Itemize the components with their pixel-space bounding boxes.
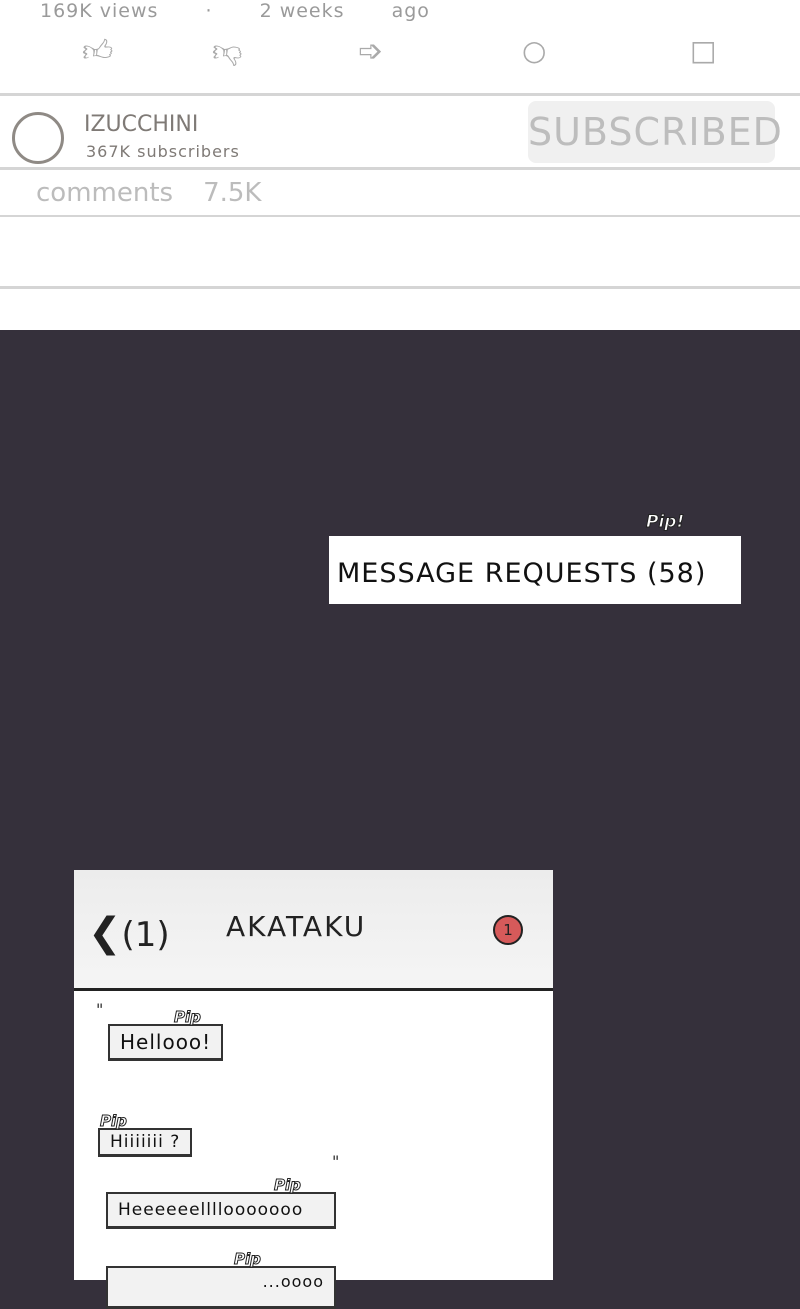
message-text: Hellooo! bbox=[120, 1030, 212, 1054]
message-text: Hiiiiiii ? bbox=[110, 1132, 181, 1152]
video-meta: 169K views · 2 weeks ago bbox=[40, 0, 470, 22]
message-bubble: ...oooo bbox=[106, 1266, 336, 1309]
notification-badge: 1 bbox=[493, 915, 523, 945]
pip-sfx: Pip bbox=[100, 1112, 128, 1131]
avatar[interactable] bbox=[12, 112, 64, 164]
pip-sfx: Pip! bbox=[645, 512, 685, 533]
subscribe-button[interactable]: SUBSCRIBED bbox=[528, 101, 782, 163]
pip-sfx: Pip bbox=[174, 1008, 202, 1027]
back-button[interactable]: ❮(1) bbox=[88, 910, 170, 956]
comments-count: 7.5K bbox=[203, 178, 262, 208]
pip-sfx: Pip bbox=[274, 1176, 302, 1195]
requests-label: MESSAGE REQUESTS bbox=[337, 558, 638, 589]
divider bbox=[0, 215, 800, 217]
view-count: 169K views bbox=[40, 0, 159, 22]
contact-name: AKATAKU bbox=[226, 910, 367, 943]
video-info-panel: 169K views · 2 weeks ago 👍︎ 👎︎ ➩ ○ □ IZU… bbox=[0, 0, 800, 330]
divider bbox=[0, 167, 800, 170]
separator: · bbox=[205, 0, 213, 22]
like-icon[interactable]: 👍︎ bbox=[82, 34, 114, 69]
channel-name[interactable]: IZUCCHINI bbox=[84, 112, 199, 137]
quote-mark: " bbox=[96, 1000, 104, 1019]
upload-age: 2 weeks bbox=[259, 0, 345, 22]
subscriber-count: 367K subscribers bbox=[86, 142, 240, 161]
message-bubble: Hellooo! bbox=[108, 1024, 224, 1061]
message-text: ...oooo bbox=[262, 1272, 324, 1291]
chat-screen: ❮(1) AKATAKU 1 " Hellooo! Pip Hiiiiiii ?… bbox=[74, 870, 553, 1309]
chat-header: ❮(1) AKATAKU 1 bbox=[74, 870, 553, 991]
quote-mark: " bbox=[332, 1152, 340, 1171]
message-requests-button[interactable]: MESSAGE REQUESTS (58) bbox=[329, 536, 741, 604]
dislike-icon[interactable]: 👎︎ bbox=[212, 34, 243, 69]
share-icon[interactable]: ➩ bbox=[358, 34, 384, 69]
comments-label: comments bbox=[36, 178, 174, 208]
message-bubble: Heeeeeellllooooooo bbox=[106, 1192, 336, 1229]
comments-header[interactable]: comments 7.5K bbox=[36, 178, 261, 208]
back-count: (1) bbox=[121, 915, 170, 955]
save-icon[interactable]: □ bbox=[690, 34, 717, 67]
message-text: Heeeeeellllooooooo bbox=[118, 1200, 304, 1220]
divider bbox=[0, 286, 800, 289]
divider bbox=[0, 93, 800, 96]
requests-count: (58) bbox=[646, 558, 707, 589]
upload-age-suffix: ago bbox=[391, 0, 430, 22]
pip-sfx: Pip bbox=[234, 1250, 262, 1269]
circle-icon[interactable]: ○ bbox=[522, 34, 547, 67]
message-bubble: Hiiiiiii ? bbox=[98, 1128, 193, 1157]
